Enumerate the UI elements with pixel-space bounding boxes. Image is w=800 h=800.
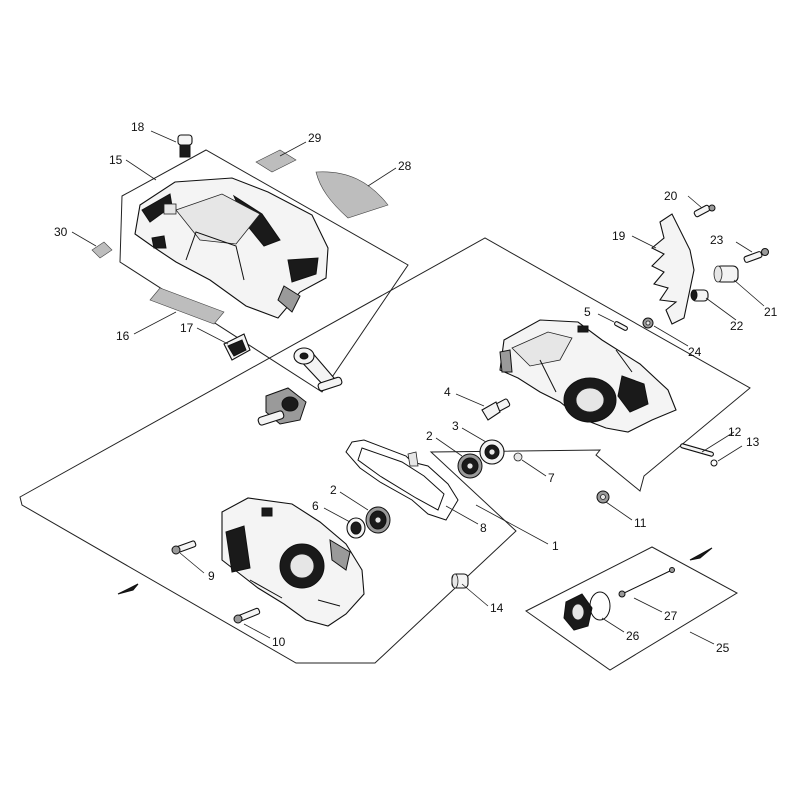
callout-30: 30 [54,225,68,239]
spacer-21-part [713,265,739,283]
bushing-22-part [690,289,709,302]
crankcase-right-part [499,319,677,433]
direction-arrow-right [689,547,713,561]
cover-group-frame [119,149,409,393]
screw-23-part [743,248,769,263]
screw-10-part [233,607,261,624]
bushing-14-part [451,573,469,589]
callout-11: 11 [634,516,647,530]
callout-19: 19 [612,229,626,243]
oil-pump-26-part [563,591,611,631]
callout-8: 8 [480,521,487,535]
callout-28: 28 [398,159,412,173]
callout-26: 26 [626,629,640,643]
bolt-4-part [481,398,511,421]
callout-15: 15 [109,153,123,167]
crankcase-group-frame [19,237,751,664]
label-29-part [255,149,297,173]
callout-2-upper: 2 [426,429,433,443]
screw-9-part [171,540,197,555]
kit-group-frame [525,546,739,671]
cover-knob-part [177,134,193,158]
air-filter-28-part [315,171,389,219]
callout-22: 22 [730,319,744,333]
callout-20: 20 [664,189,678,203]
top-cover-part [134,177,329,319]
ring-13-part [710,459,718,467]
callout-23: 23 [710,233,724,247]
rod-12-part [680,443,714,457]
callout-10: 10 [272,635,286,649]
callout-4: 4 [444,385,451,399]
callout-21: 21 [764,305,778,319]
label-30-part [91,241,113,259]
callout-13: 13 [746,435,760,449]
callout-2-lower: 2 [330,483,337,497]
decal-16-part [149,287,225,325]
callout-24: 24 [688,345,702,359]
gasket-8-part [345,439,459,521]
oil-seal-3-part [479,439,505,465]
callout-18: 18 [131,120,145,134]
callout-29: 29 [308,131,322,145]
nut-24-part [642,317,654,329]
bearing-2-lower-part [365,506,391,534]
callout-6: 6 [312,499,319,513]
callout-7: 7 [548,471,555,485]
bumper-spike-19-part [651,213,695,325]
callout-5: 5 [584,305,591,319]
bearing-2-upper-part [457,453,483,479]
callout-12: 12 [728,425,742,439]
crankcase-left-part [221,497,365,627]
screw-20-part [693,204,716,218]
crankshaft-part [257,347,343,426]
pin-5-part [614,321,628,331]
callout-1: 1 [552,539,559,553]
direction-arrow-left [117,583,139,595]
callout-9: 9 [208,569,215,583]
leader-lines [71,130,765,645]
oil-seal-6-part [346,517,366,539]
callout-17: 17 [180,321,194,335]
plug-11-part [596,490,610,504]
callout-16: 16 [116,329,130,343]
callout-14: 14 [490,601,504,615]
grille-17-part [223,333,251,361]
plug-7-part [513,452,523,462]
gasket-8-tab [407,451,419,467]
oil-line-27-part [618,567,675,598]
callout-25: 25 [716,641,730,655]
callout-27: 27 [664,609,678,623]
callout-3: 3 [452,419,459,433]
